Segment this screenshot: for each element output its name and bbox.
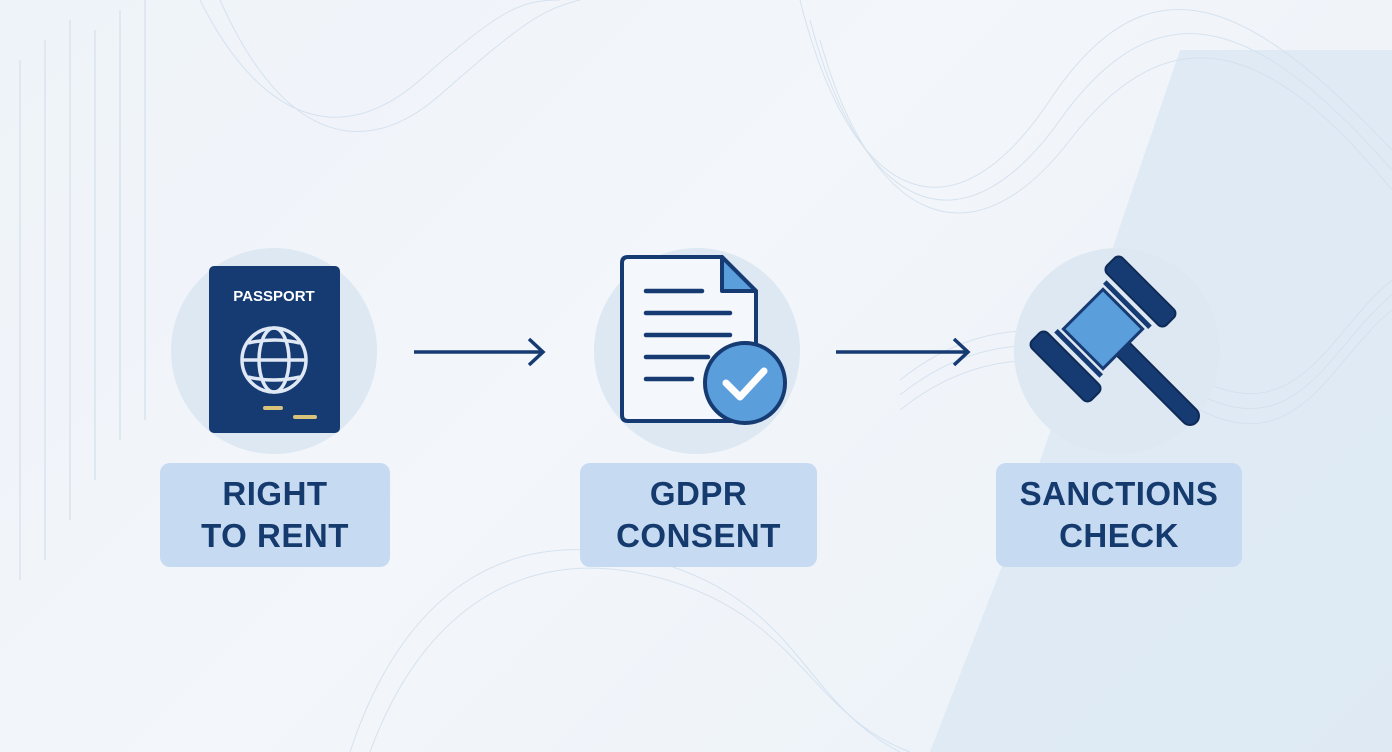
label-line: CONSENT [616, 517, 781, 554]
label-line: SANCTIONS [1019, 475, 1219, 512]
arrow-right-icon [836, 337, 971, 367]
document-check-icon [620, 255, 787, 425]
passport-icon: PASSPORT [209, 266, 340, 433]
step-label-gdpr-consent: GDPR CONSENT [580, 463, 817, 567]
label-line: CHECK [1059, 517, 1179, 554]
arrow-right-icon [414, 337, 546, 367]
step-label-sanctions-check: SANCTIONS CHECK [996, 463, 1242, 567]
step-label-right-to-rent: RIGHT TO RENT [160, 463, 390, 567]
label-line: RIGHT [222, 475, 328, 512]
label-line: TO RENT [201, 517, 349, 554]
label-line: GDPR [649, 475, 748, 512]
passport-text: PASSPORT [233, 288, 314, 305]
